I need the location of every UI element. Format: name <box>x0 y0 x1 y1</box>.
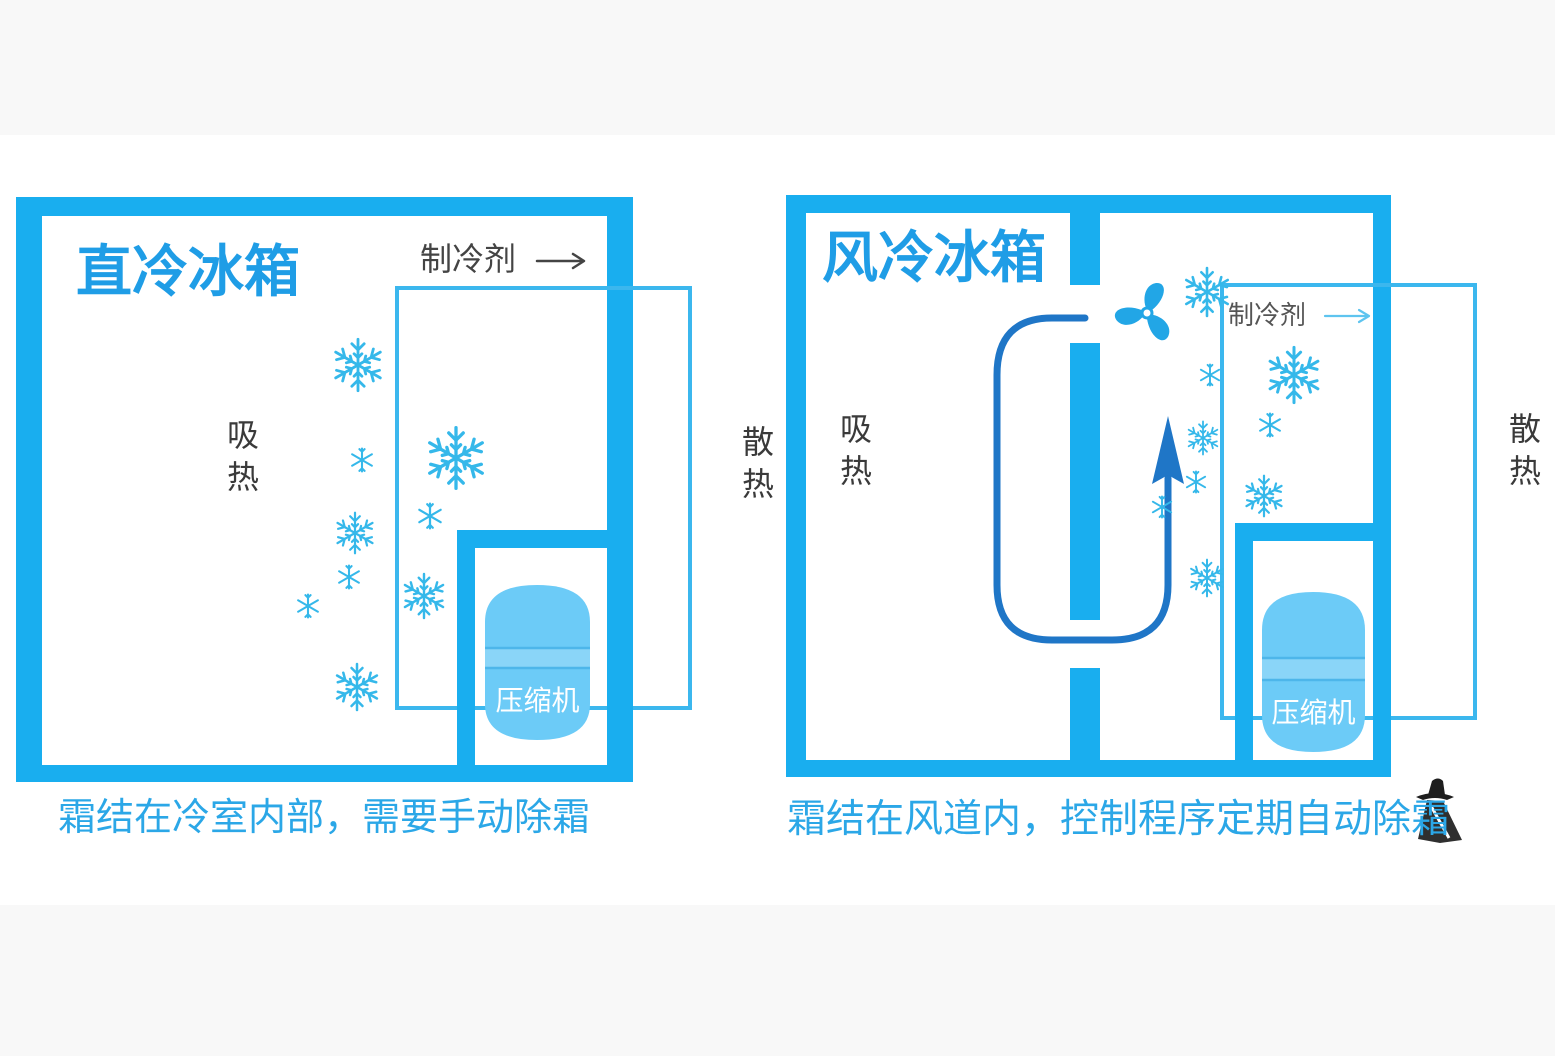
bottom-background-band <box>0 905 1555 1056</box>
snowflake-icon <box>1265 345 1323 405</box>
snowflake-icon <box>1185 470 1207 494</box>
compressor-label: 压缩机 <box>495 684 580 717</box>
air-flow-arrow-icon <box>993 314 1184 644</box>
air-cooling-title: 风冷冰箱 <box>822 226 1046 291</box>
air-cooling-diagram <box>786 195 1477 777</box>
air-cooling-caption: 霜结在风道内，控制程序定期自动除霜 <box>787 797 1451 842</box>
snowflake-icon <box>1185 420 1221 456</box>
snowflake-icon <box>333 511 377 555</box>
compressor <box>485 585 590 740</box>
direct-cooling-title: 直冷冰箱 <box>76 240 300 305</box>
snowflake-icon <box>331 337 385 393</box>
absorb-heat-label: 吸热 <box>835 412 873 496</box>
direct-cooling-caption: 霜结在冷室内部，需要手动除霜 <box>58 795 591 839</box>
absorb-heat-label: 吸热 <box>222 418 260 502</box>
snowflake-icon <box>424 425 488 491</box>
refrigerant-arrow-icon <box>1323 308 1371 324</box>
refrigerant-arrow-icon <box>535 252 586 270</box>
snowflake-icon <box>333 662 381 712</box>
compressor <box>1262 592 1365 752</box>
compressor-compartment-wall <box>457 530 633 782</box>
compressor-label: 压缩机 <box>1271 696 1356 729</box>
snowflake-icon <box>1199 363 1221 387</box>
snowflake-icon <box>1242 474 1286 518</box>
refrigerant-label: 制冷剂 <box>420 240 517 278</box>
air-duct-divider <box>1070 213 1100 760</box>
snowflake-icon <box>297 593 319 619</box>
top-background-band <box>0 0 1555 135</box>
snowflake-icon <box>401 572 447 620</box>
snowflake-icon <box>1259 412 1281 438</box>
release-heat-label: 散热 <box>737 425 775 509</box>
fan-icon <box>1114 282 1170 341</box>
snowflake-icon <box>418 502 442 530</box>
watermark-icon <box>1416 778 1462 843</box>
snowflake-icon <box>338 564 360 590</box>
snowflake-icon <box>1187 558 1227 598</box>
direct-cooling-diagram <box>16 197 692 782</box>
refrigerant-label: 制冷剂 <box>1228 301 1307 331</box>
compressor-compartment-wall <box>1235 523 1391 777</box>
release-heat-label: 散热 <box>1504 412 1542 496</box>
snowflake-icon <box>351 447 373 473</box>
